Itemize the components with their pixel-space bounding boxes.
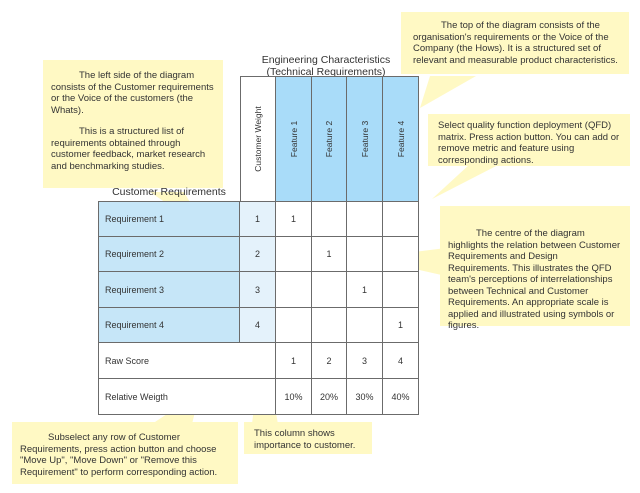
relative-weight-value: 20% bbox=[312, 379, 347, 415]
header-feature-2[interactable]: Feature 2 bbox=[312, 76, 347, 202]
header-customer-weight-label: Customer Weight bbox=[253, 106, 263, 172]
callout-left-text-2: This is a structured list of requirement… bbox=[51, 126, 206, 172]
customer-weight-cell[interactable]: 2 bbox=[240, 237, 276, 272]
requirement-row-3[interactable]: Requirement 3 bbox=[98, 272, 240, 308]
relation-cell[interactable]: 1 bbox=[312, 237, 347, 272]
callout-subselect-text: Subselect any row of Customer Requiremen… bbox=[20, 432, 218, 478]
callout-subselect-row: Subselect any row of Customer Requiremen… bbox=[12, 422, 238, 484]
relation-cell[interactable]: 1 bbox=[383, 308, 419, 343]
relation-cell[interactable] bbox=[276, 237, 312, 272]
relation-cell[interactable] bbox=[276, 272, 312, 308]
header-feature-3-label: Feature 3 bbox=[359, 120, 370, 158]
raw-score-value: 4 bbox=[383, 343, 419, 379]
relative-weight-value: 10% bbox=[276, 379, 312, 415]
callout-left-text-1: The left side of the diagram consists of… bbox=[51, 70, 214, 116]
requirement-row-4[interactable]: Requirement 4 bbox=[98, 308, 240, 343]
customer-weight-cell[interactable]: 1 bbox=[240, 201, 276, 237]
header-feature-4[interactable]: Feature 4 bbox=[383, 76, 419, 202]
relation-cell[interactable] bbox=[347, 201, 383, 237]
callout-select-text: Select quality function deployment (QFD)… bbox=[438, 120, 620, 166]
callout-select-matrix: Select quality function deployment (QFD)… bbox=[428, 114, 630, 166]
relation-cell[interactable] bbox=[312, 201, 347, 237]
header-feature-1-label: Feature 1 bbox=[288, 120, 299, 158]
header-customer-weight: Customer Weight bbox=[240, 76, 276, 202]
header-feature-4-label: Feature 4 bbox=[395, 120, 406, 158]
customer-weight-cell[interactable]: 4 bbox=[240, 308, 276, 343]
relation-cell[interactable] bbox=[383, 237, 419, 272]
relation-cell[interactable] bbox=[312, 308, 347, 343]
engineering-title-line1: Engineering Characteristics bbox=[261, 54, 391, 66]
raw-score-value: 3 bbox=[347, 343, 383, 379]
relative-weight-value: 30% bbox=[347, 379, 383, 415]
requirement-row-1[interactable]: Requirement 1 bbox=[98, 201, 240, 237]
relative-weight-value: 40% bbox=[383, 379, 419, 415]
engineering-title-line2: (Technical Requirements) bbox=[266, 66, 386, 78]
tail-top-callout bbox=[420, 76, 476, 108]
customer-weight-cell[interactable]: 3 bbox=[240, 272, 276, 308]
relation-cell[interactable] bbox=[383, 272, 419, 308]
customer-requirements-title: Customer Requirements bbox=[112, 186, 226, 198]
header-feature-1[interactable]: Feature 1 bbox=[276, 76, 312, 202]
requirement-row-2[interactable]: Requirement 2 bbox=[98, 237, 240, 272]
relation-cell[interactable] bbox=[276, 308, 312, 343]
relative-weight-label: Relative Weigth bbox=[98, 379, 276, 415]
callout-left-whats: The left side of the diagram consists of… bbox=[43, 60, 223, 188]
relation-cell[interactable]: 1 bbox=[347, 272, 383, 308]
header-feature-3[interactable]: Feature 3 bbox=[347, 76, 383, 202]
raw-score-value: 2 bbox=[312, 343, 347, 379]
callout-centre-relations: The centre of the diagram highlights the… bbox=[440, 206, 630, 331]
raw-score-value: 1 bbox=[276, 343, 312, 379]
callout-top-hows: The top of the diagram consists of the o… bbox=[401, 12, 629, 74]
header-feature-2-label: Feature 2 bbox=[324, 120, 334, 158]
callout-column-text: This column shows importance to customer… bbox=[254, 428, 356, 451]
relation-cell[interactable] bbox=[383, 201, 419, 237]
tail-select-callout bbox=[432, 164, 500, 199]
relation-cell[interactable] bbox=[347, 237, 383, 272]
engineering-characteristics-title: Engineering Characteristics (Technical R… bbox=[250, 54, 402, 78]
raw-score-label: Raw Score bbox=[98, 343, 276, 379]
callout-weight-column: This column shows importance to customer… bbox=[244, 422, 372, 454]
relation-cell[interactable]: 1 bbox=[276, 201, 312, 237]
relation-cell[interactable] bbox=[312, 272, 347, 308]
relation-cell[interactable] bbox=[347, 308, 383, 343]
callout-top-text: The top of the diagram consists of the o… bbox=[413, 20, 618, 66]
callout-centre-text: The centre of the diagram highlights the… bbox=[448, 228, 621, 331]
